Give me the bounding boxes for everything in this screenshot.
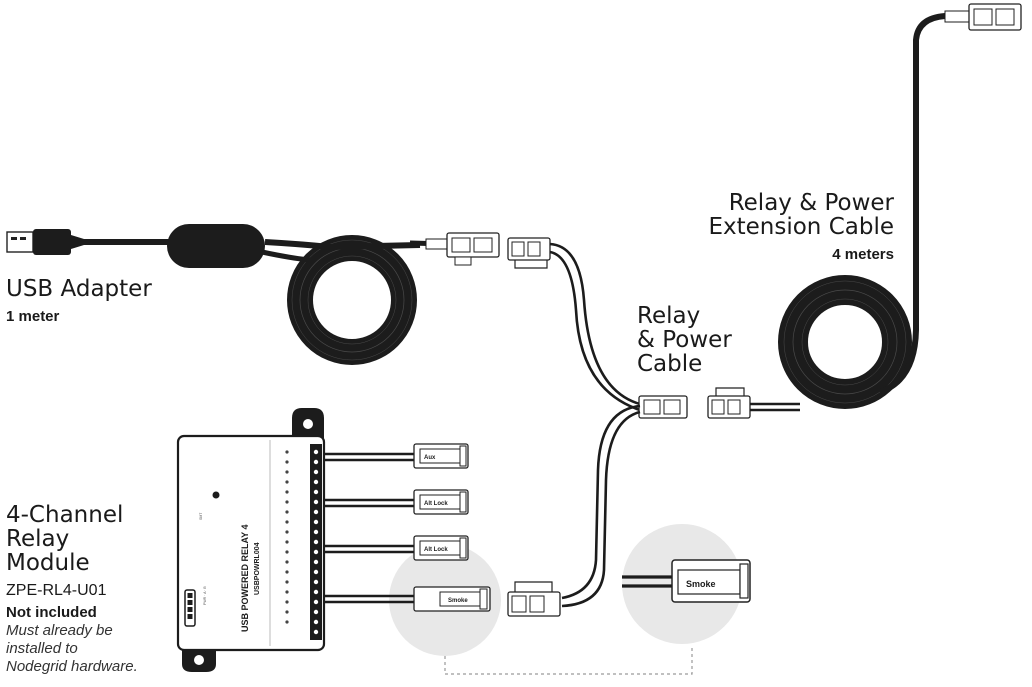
- relay-power-cable: [507, 237, 688, 617]
- relay-module-label: 4-Channel Relay Module ZPE-RL4-U01 Not i…: [6, 504, 138, 675]
- relay-module-status: Not included: [6, 604, 97, 621]
- extension-cable-title-line-2: Extension Cable: [708, 214, 894, 240]
- relay-module-note-line-1: Must already be: [6, 622, 113, 639]
- extension-cable-title-line-1: Relay & Power: [728, 190, 894, 216]
- relay-power-cable-title-line-3: Cable: [637, 351, 703, 377]
- usb-adapter-label: USB Adapter 1 meter: [6, 276, 152, 325]
- relay-power-cable-title-line-2: & Power: [637, 327, 732, 353]
- relay-module-note-line-3: Nodegrid hardware.: [6, 658, 138, 675]
- extension-cable-title: Relay & Power Extension Cable: [708, 192, 894, 239]
- connector-tag-1: Aux: [424, 455, 436, 461]
- relay-module-title-line-1: 4-Channel: [6, 502, 124, 528]
- relay-module-title: 4-Channel Relay Module: [6, 504, 138, 575]
- relay-module-body: [176, 434, 326, 652]
- relay-module-title-line-3: Module: [6, 550, 90, 576]
- relay-module: PWR · A · B SMT USB POWERED RELAY 4 USBP…: [176, 408, 326, 672]
- connector-tag-4: Smoke: [448, 598, 468, 604]
- relay-module-title-line-2: Relay: [6, 526, 70, 552]
- relay-module-note-line-2: installed to: [6, 640, 78, 657]
- usb-cable-coil: [287, 235, 417, 365]
- extension-cable-length: 4 meters: [832, 246, 894, 263]
- ext-cable-coil: [778, 275, 912, 409]
- zoom-connector-tag: Smoke: [686, 579, 716, 589]
- usb-plug-body: [33, 229, 71, 255]
- usb-inline-module: [167, 224, 265, 268]
- relay-power-cable-title-line-1: Relay: [637, 303, 701, 329]
- device-name-line2: USBPOWRL004: [254, 542, 261, 595]
- connector-tag-2: Alt Lock: [424, 501, 448, 507]
- svg-text:SMT: SMT: [199, 512, 203, 520]
- relay-power-cable-title: Relay & Power Cable: [637, 305, 732, 376]
- zoom-detail: Smoke: [622, 559, 751, 603]
- connector-tag-3: Alt Lock: [424, 547, 448, 553]
- zoom-dashed-link: [444, 645, 693, 675]
- svg-text:PWR · A · B: PWR · A · B: [203, 586, 207, 605]
- status-led: [212, 491, 220, 499]
- usb-adapter-title: USB Adapter: [6, 276, 152, 302]
- relay-power-cable-label: Relay & Power Cable: [637, 305, 732, 376]
- device-name-line1: USB POWERED RELAY 4: [240, 524, 250, 632]
- relay-module-model: ZPE-RL4-U01: [6, 582, 107, 599]
- usb-adapter-length: 1 meter: [6, 308, 60, 325]
- extension-cable-label: Relay & Power Extension Cable 4 meters: [708, 192, 894, 263]
- extension-cable: [707, 3, 1022, 419]
- relay-module-note: Must already be installed to Nodegrid ha…: [6, 623, 138, 674]
- usb-plug-metal: [6, 231, 34, 253]
- relay-output-cables: Aux Alt Lock Alt Lock Smoke: [324, 443, 491, 612]
- usb-adapter-cable: [6, 224, 500, 365]
